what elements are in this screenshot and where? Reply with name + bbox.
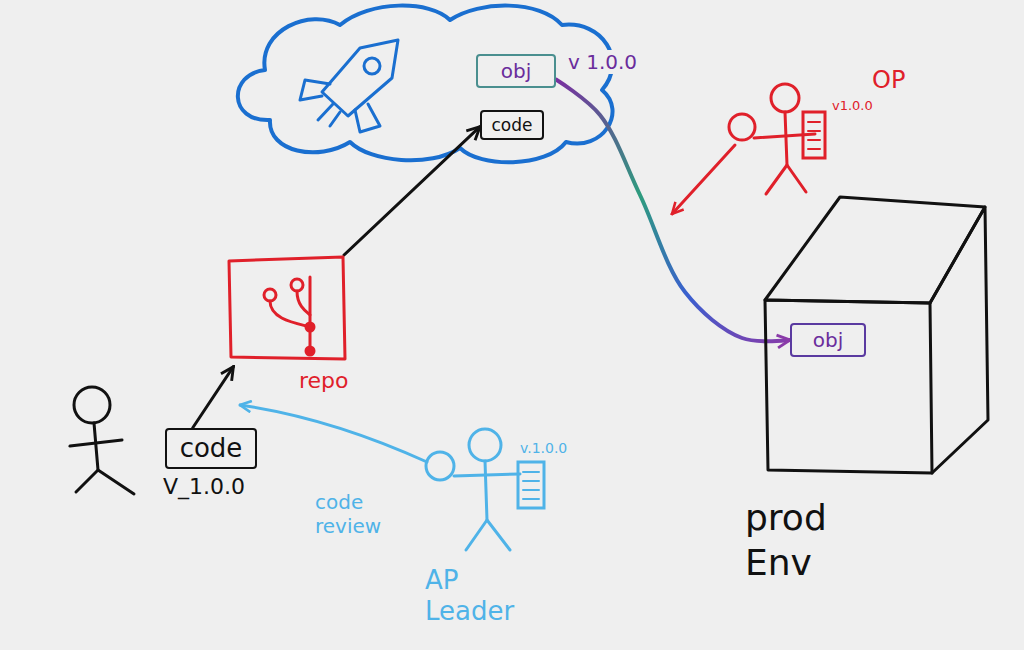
figure-legs xyxy=(76,470,134,494)
note-label: v1.0.0 xyxy=(832,98,873,114)
magnifier xyxy=(729,114,755,140)
document-lines xyxy=(808,122,820,149)
object-box: obj xyxy=(476,54,556,88)
node-label: obj xyxy=(801,328,855,352)
outline-stroke xyxy=(229,257,345,359)
outline-stroke xyxy=(297,291,310,315)
note-label: OP xyxy=(872,66,905,95)
figure-body xyxy=(785,112,787,165)
figure-arms xyxy=(70,440,122,446)
figure-head xyxy=(74,387,110,423)
op-figure xyxy=(672,84,825,214)
document-icon xyxy=(803,112,825,158)
document-lines xyxy=(523,472,539,499)
flow-arrow xyxy=(193,367,234,428)
note-label: code review xyxy=(315,490,420,538)
node-label: repo xyxy=(299,367,349,395)
ap-leader-figure xyxy=(240,405,544,550)
code-box: code xyxy=(165,428,257,469)
note-label: V_1.0.0 xyxy=(163,474,245,500)
developer-figure xyxy=(70,387,134,494)
outline-stroke xyxy=(264,289,276,301)
code-box: code xyxy=(480,110,544,140)
note-label: AP Leader xyxy=(425,565,545,627)
figure-legs xyxy=(766,165,806,194)
node-label: prod Env xyxy=(745,495,875,585)
outline-stroke xyxy=(291,279,303,291)
outline-stroke xyxy=(270,301,310,327)
figure-head xyxy=(771,84,799,112)
rocket-fin xyxy=(355,104,380,132)
outline-stroke xyxy=(765,300,932,473)
flow-arrow xyxy=(344,127,480,255)
server-box: prod Env obj xyxy=(740,195,995,595)
connectors xyxy=(193,80,790,429)
repo-box: repo xyxy=(225,255,365,400)
figure-arms xyxy=(754,134,815,138)
document-icon xyxy=(518,462,544,508)
rocket-flame xyxy=(318,104,340,126)
figure-legs xyxy=(466,520,510,550)
outline-stroke xyxy=(930,207,988,473)
cloud-outline xyxy=(238,6,613,163)
magnifier xyxy=(426,452,454,480)
note-label: v 1.0.0 xyxy=(565,50,640,74)
outline-stroke xyxy=(306,323,314,331)
rocket-window xyxy=(364,58,380,74)
node-label: obj xyxy=(487,59,545,83)
figure-head xyxy=(469,429,501,461)
note-label: v.1.0.0 xyxy=(520,440,567,457)
outline-stroke xyxy=(306,347,314,355)
rocket-icon xyxy=(300,40,398,132)
figure-body xyxy=(94,423,98,470)
rocket-fin xyxy=(300,80,330,100)
outline-stroke xyxy=(765,197,985,303)
code-review-arrow xyxy=(240,405,427,462)
figure-arms xyxy=(454,474,520,476)
op-arrow xyxy=(672,145,735,214)
node-label: code xyxy=(491,115,533,135)
flow-arrow xyxy=(556,80,790,342)
object-box: obj xyxy=(790,323,866,357)
node-label: code xyxy=(176,433,246,464)
figure-body xyxy=(485,461,487,520)
